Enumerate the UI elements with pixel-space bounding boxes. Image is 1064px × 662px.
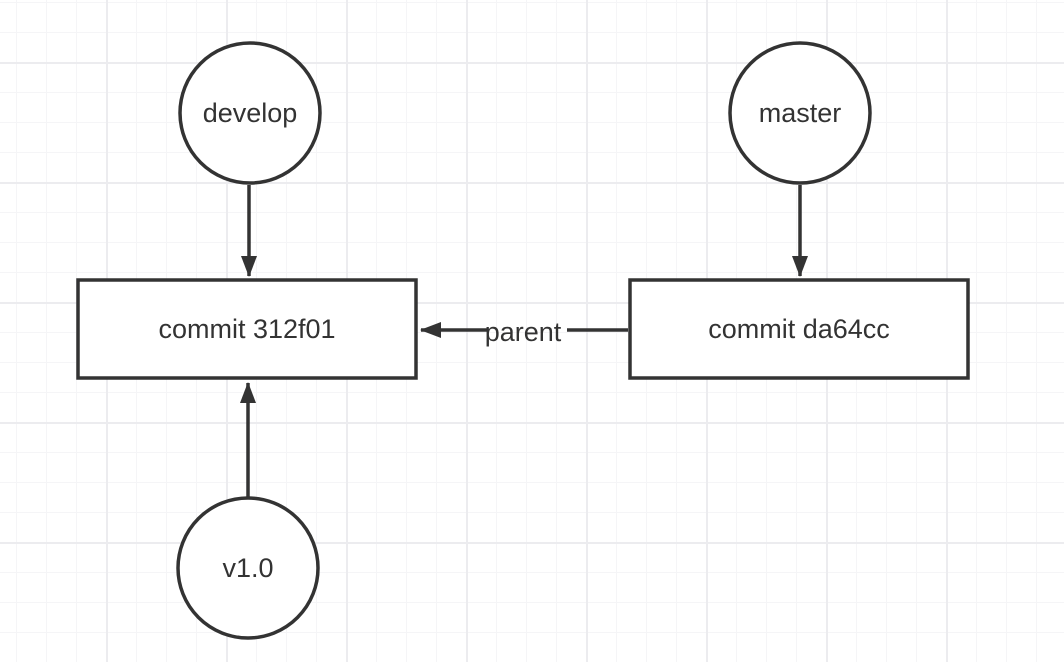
- node-v1[interactable]: v1.0: [176, 496, 320, 640]
- node-master[interactable]: master: [728, 41, 872, 185]
- commit312f01-rect[interactable]: [76, 278, 418, 380]
- commitda64cc-label: commit da64cc: [708, 314, 890, 344]
- edge-parent[interactable]: parent: [420, 317, 628, 347]
- edge-parent-label: parent: [485, 317, 562, 347]
- develop-circle[interactable]: [178, 41, 322, 185]
- node-develop[interactable]: develop: [178, 41, 322, 185]
- node-commit312f01[interactable]: commit 312f01: [76, 278, 418, 380]
- master-label: master: [759, 98, 842, 128]
- commitda64cc-rect[interactable]: [628, 278, 970, 380]
- v1-label: v1.0: [222, 553, 273, 583]
- master-circle[interactable]: [728, 41, 872, 185]
- commit312f01-label: commit 312f01: [158, 314, 335, 344]
- node-commitda64cc[interactable]: commit da64cc: [628, 278, 970, 380]
- v1-circle[interactable]: [176, 496, 320, 640]
- develop-label: develop: [203, 98, 298, 128]
